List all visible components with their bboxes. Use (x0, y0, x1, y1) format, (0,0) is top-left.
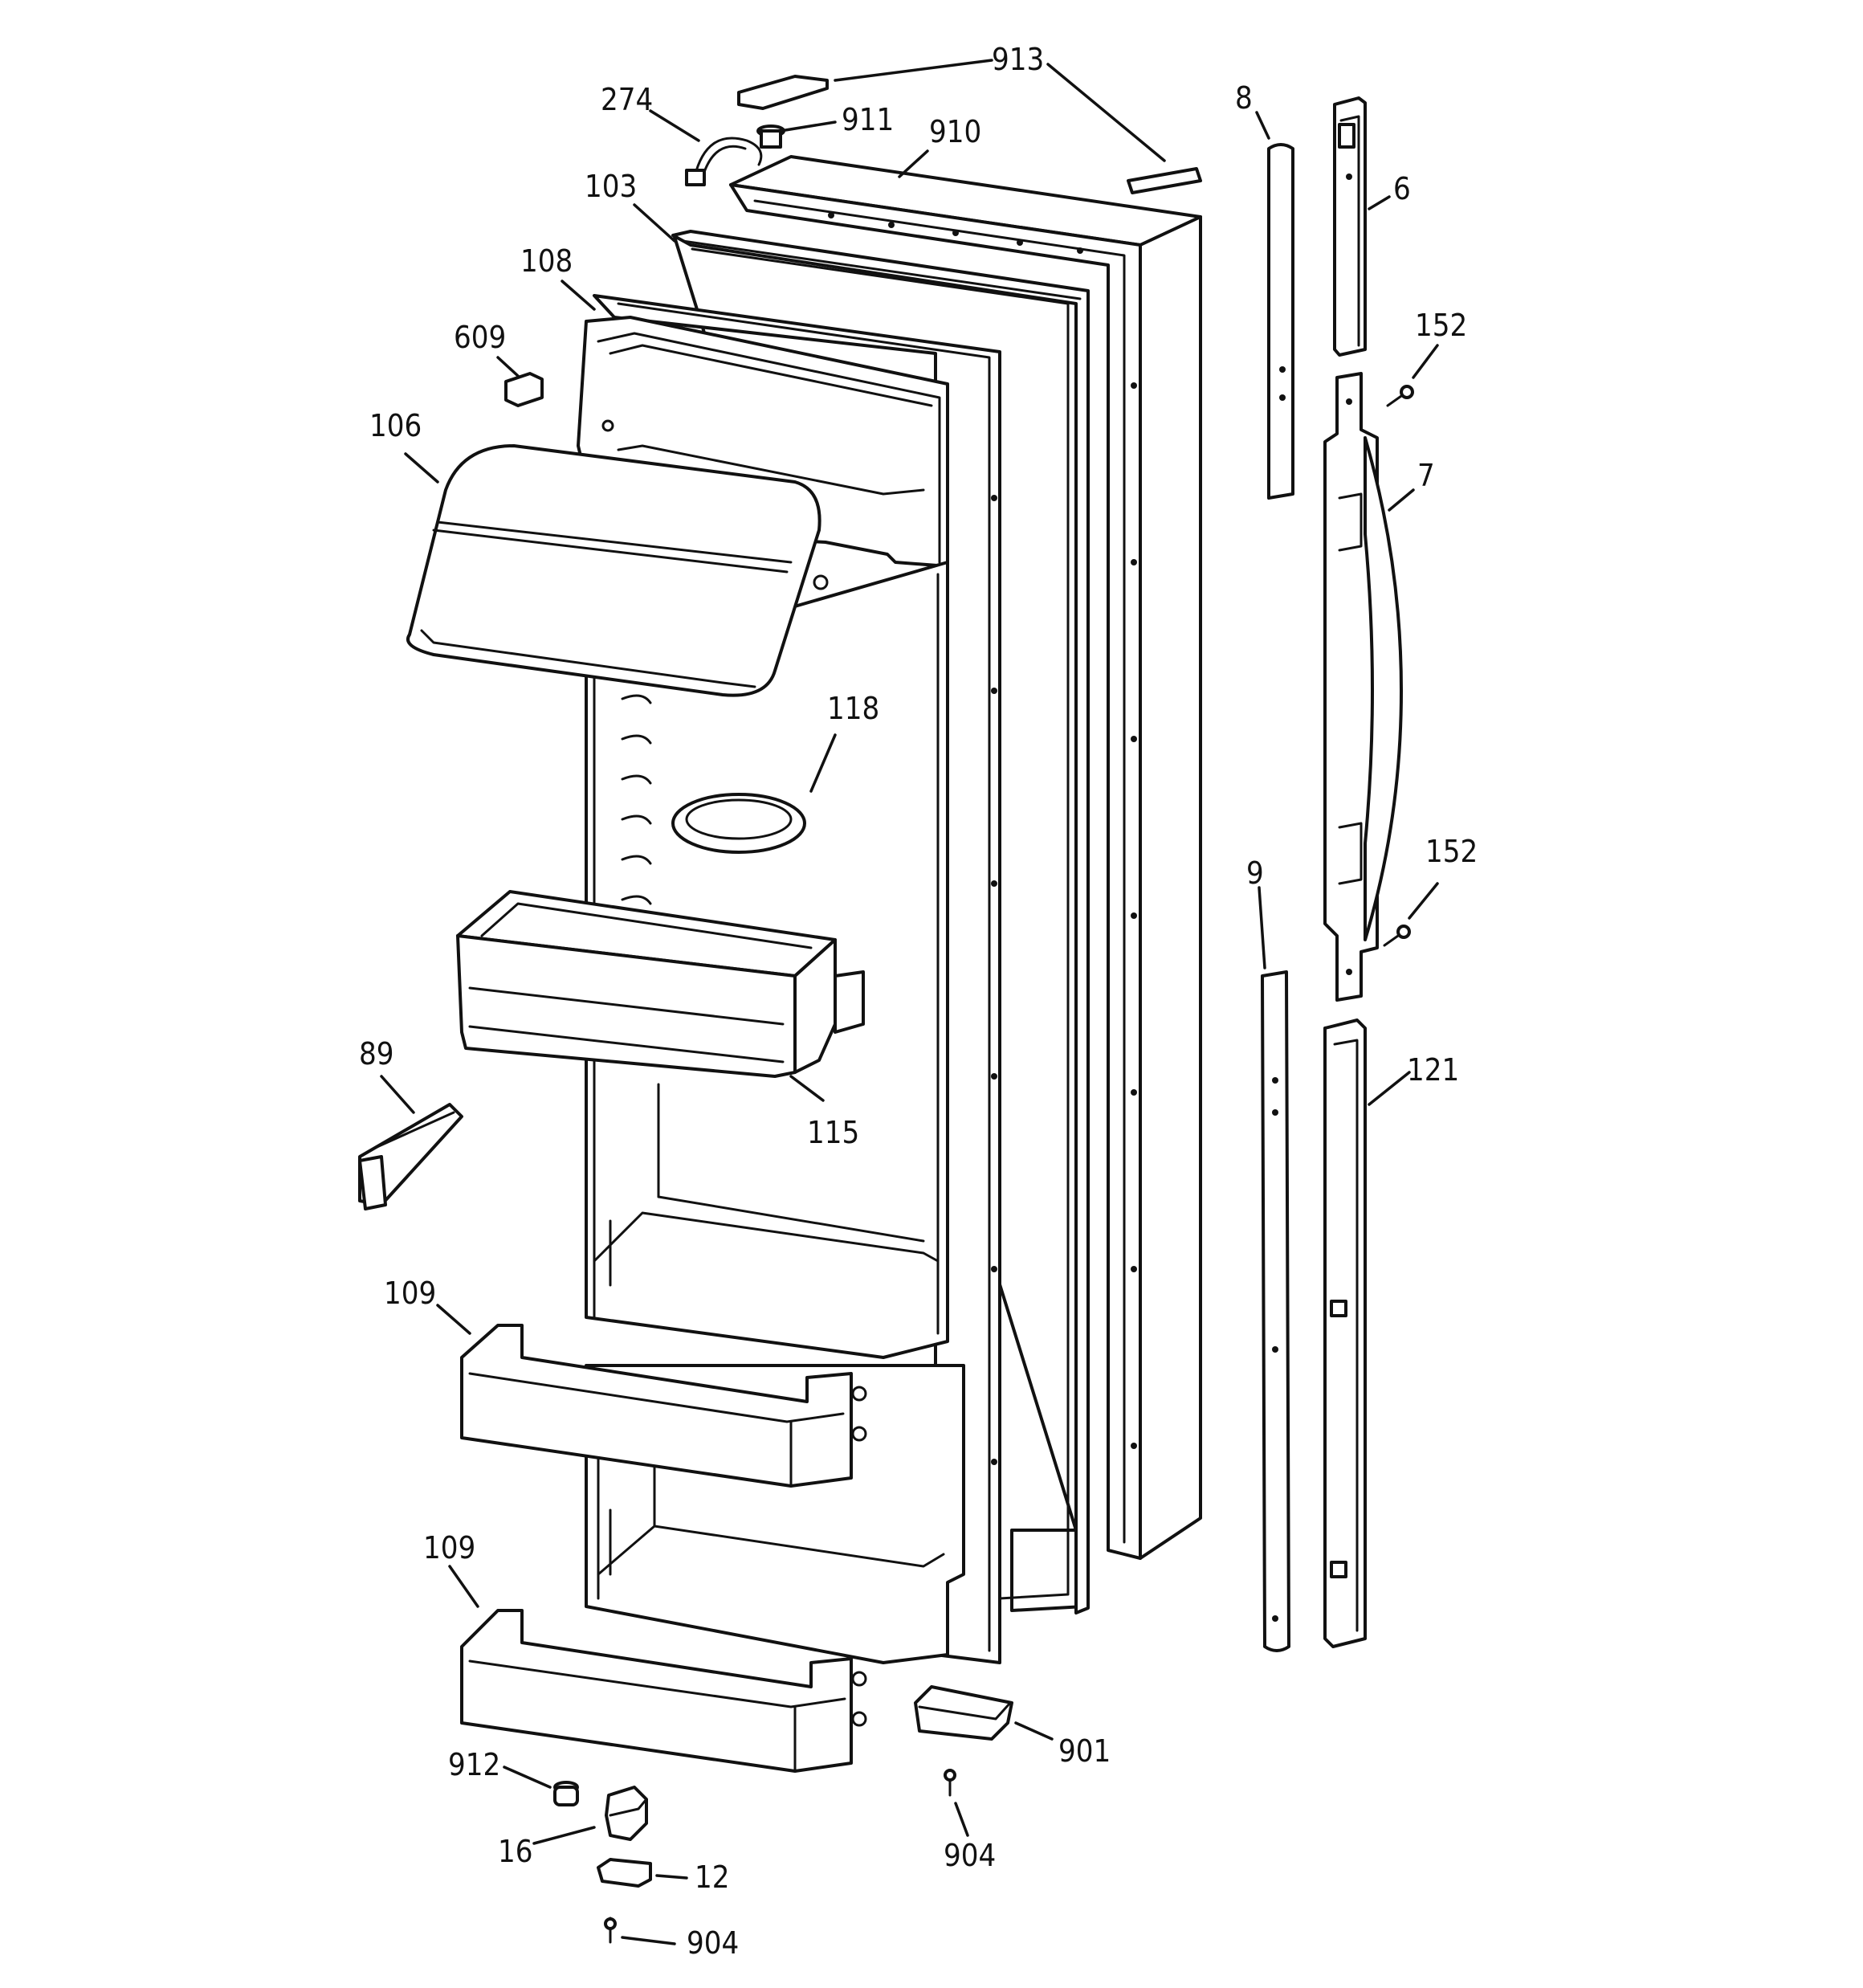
callout-7: 7 (1417, 458, 1435, 493)
callout-6: 6 (1393, 171, 1411, 206)
callout-121: 121 (1407, 1052, 1459, 1088)
egg-tray (671, 793, 806, 854)
callout-109-upper: 109 (384, 1276, 436, 1311)
callout-609: 609 (454, 320, 506, 355)
screw-lower (1383, 925, 1411, 947)
screw-904-bottom (604, 1917, 617, 1944)
handle-endcap-bottom (1323, 1018, 1367, 1648)
door-handle (1323, 372, 1403, 1002)
callout-901: 901 (1058, 1733, 1111, 1769)
callout-89: 89 (359, 1036, 394, 1072)
door-bin-lower (460, 1609, 867, 1773)
trim-strip-bottom (1261, 970, 1290, 1652)
callout-109-lower: 109 (423, 1530, 475, 1565)
hinge-cover-top (737, 75, 829, 110)
callout-913: 913 (992, 42, 1044, 77)
callout-108: 108 (520, 243, 573, 279)
screw-upper (1386, 385, 1414, 407)
callout-274: 274 (601, 82, 653, 117)
callout-115: 115 (807, 1115, 859, 1150)
callout-103: 103 (585, 169, 637, 204)
trim-strip-top (1267, 143, 1294, 500)
callout-152-lower: 152 (1425, 834, 1478, 869)
callout-12: 12 (695, 1859, 730, 1895)
leader-lines (380, 59, 1439, 1945)
hinge-block (914, 1685, 1013, 1741)
callout-labels: 913 274 911 910 8 6 103 108 609 152 106 … (359, 42, 1478, 1961)
screw-904-right (944, 1769, 956, 1797)
callout-106: 106 (369, 408, 422, 443)
callout-912: 912 (448, 1747, 500, 1782)
butter-door-part (358, 1103, 463, 1210)
deep-door-bin (456, 890, 865, 1078)
hinge-shim (597, 1858, 652, 1888)
outer-door-panel (729, 155, 1202, 1560)
callout-911: 911 (842, 102, 894, 137)
hinge-cover-right (1127, 167, 1202, 194)
callout-16: 16 (498, 1834, 533, 1869)
callout-910: 910 (929, 114, 981, 149)
handle-endcap-top (1333, 96, 1367, 357)
callout-152-upper: 152 (1415, 308, 1467, 343)
bushing (756, 125, 785, 149)
hinge-cap (553, 1781, 579, 1806)
dairy-compartment (406, 444, 829, 697)
callout-904-right: 904 (944, 1838, 996, 1873)
wire-harness (685, 137, 763, 186)
callout-118: 118 (827, 691, 879, 726)
callout-9: 9 (1246, 855, 1264, 891)
light-switch (504, 372, 544, 407)
callout-8: 8 (1235, 80, 1253, 116)
door-bin-upper (460, 1324, 867, 1488)
lower-hinge (605, 1786, 648, 1841)
callout-904-bottom: 904 (687, 1925, 739, 1961)
